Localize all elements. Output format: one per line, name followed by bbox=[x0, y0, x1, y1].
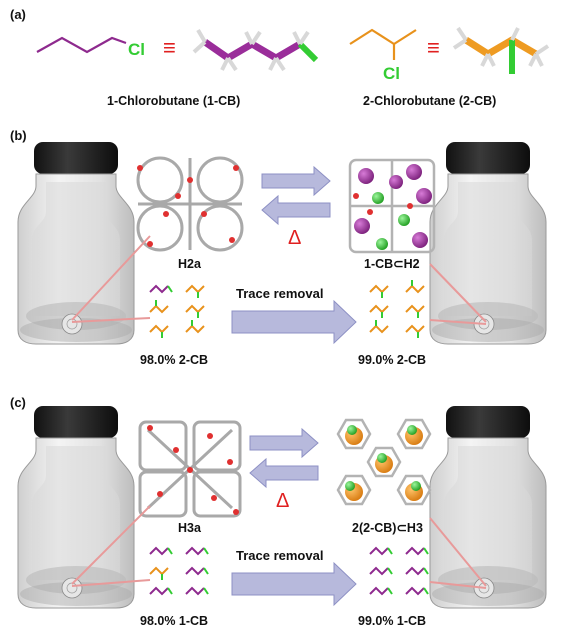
two-cb-name: 2-Chlorobutane (2-CB) bbox=[363, 94, 496, 108]
mixture-before-b bbox=[149, 284, 205, 338]
mixture-after-c bbox=[369, 546, 429, 596]
mixture-after-b bbox=[369, 280, 425, 338]
pointer-lines-c bbox=[71, 505, 487, 589]
reverse-arrow-b bbox=[261, 194, 331, 226]
delta-symbol-c: Δ bbox=[276, 490, 289, 512]
crystal-h2a-label: H2a bbox=[178, 257, 202, 271]
purity-after-b: 99.0% 2-CB bbox=[358, 353, 426, 367]
vial-left-c bbox=[17, 405, 135, 609]
two-cb-cl-text: Cl bbox=[383, 64, 400, 83]
panel-a-label: (a) bbox=[10, 7, 26, 22]
crystal-h3a-label: H3a bbox=[178, 521, 202, 535]
crystal-1cb-h2-structure bbox=[348, 158, 436, 254]
forward-arrow-c bbox=[249, 427, 319, 459]
purity-before-b: 98.0% 2-CB bbox=[140, 353, 208, 367]
delta-symbol-b: Δ bbox=[288, 227, 301, 249]
one-cb-name: 1-Chlorobutane (1-CB) bbox=[107, 94, 240, 108]
purity-before-c: 98.0% 1-CB bbox=[140, 614, 208, 628]
one-cb-cl-text: Cl bbox=[128, 40, 145, 59]
two-cb-skeletal-bonds bbox=[349, 28, 417, 46]
crystal-1cb-h2-label: 1-CB⊂H2 bbox=[364, 257, 420, 271]
vial-right-b bbox=[429, 141, 547, 345]
mixture-before-c bbox=[149, 546, 209, 596]
reverse-arrow-c bbox=[249, 457, 319, 489]
vial-right-c bbox=[429, 405, 547, 609]
panel-b-label: (b) bbox=[10, 128, 27, 143]
crystal-h2a-structure bbox=[136, 156, 244, 252]
one-cb-skeletal-bonds bbox=[36, 36, 127, 54]
equivalence-symbol-1: ≡ bbox=[163, 35, 176, 60]
equivalence-symbol-2: ≡ bbox=[427, 35, 440, 60]
panel-c-label: (c) bbox=[10, 395, 26, 410]
trace-removal-arrow-b bbox=[231, 299, 357, 345]
crystal-h3a-structure bbox=[138, 420, 242, 518]
purity-after-c: 99.0% 1-CB bbox=[358, 614, 426, 628]
crystal-2cb-h3-label: 2(2-CB)⊂H3 bbox=[352, 521, 423, 535]
forward-arrow-b bbox=[261, 165, 331, 197]
vial-left-b bbox=[17, 141, 135, 345]
trace-removal-arrow-c bbox=[231, 561, 357, 607]
trace-removal-label-c: Trace removal bbox=[236, 548, 323, 563]
one-cb-ball-stick-model bbox=[192, 28, 319, 72]
two-cb-ball-stick-model bbox=[452, 26, 550, 74]
trace-removal-label-b: Trace removal bbox=[236, 286, 323, 301]
crystal-2cb-h3-structure bbox=[336, 418, 432, 506]
pointer-lines-b bbox=[71, 235, 487, 325]
